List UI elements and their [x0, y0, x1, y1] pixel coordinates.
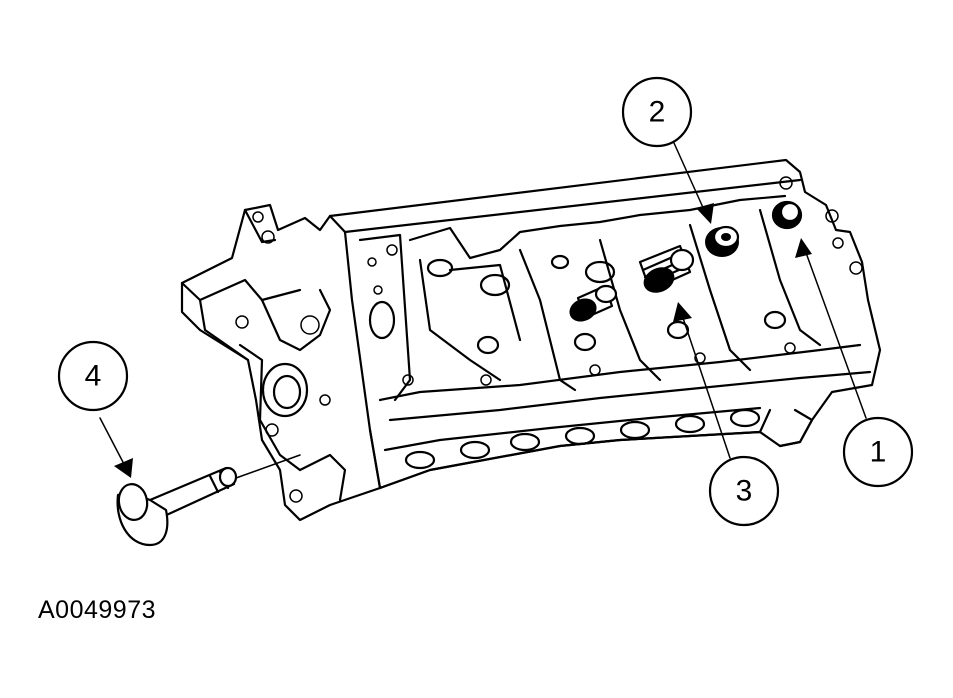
callout-1: 1 [842, 416, 914, 488]
cylinder-head [180, 158, 882, 522]
part-valve-spring [638, 244, 695, 293]
part-valve [116, 454, 301, 547]
callout-3: 3 [708, 455, 780, 527]
callout-1-label: 1 [870, 436, 887, 469]
leader-lines [99, 142, 867, 478]
part-spring-seat [569, 284, 618, 322]
callout-4-label: 4 [85, 360, 102, 393]
callout-4: 4 [57, 340, 129, 412]
figure-id: A0049973 [38, 596, 157, 624]
callout-2: 2 [621, 76, 693, 148]
part-valve-seal [705, 225, 740, 257]
callout-2-label: 2 [649, 96, 666, 129]
part-retainer [771, 200, 803, 230]
callout-3-label: 3 [736, 475, 753, 508]
